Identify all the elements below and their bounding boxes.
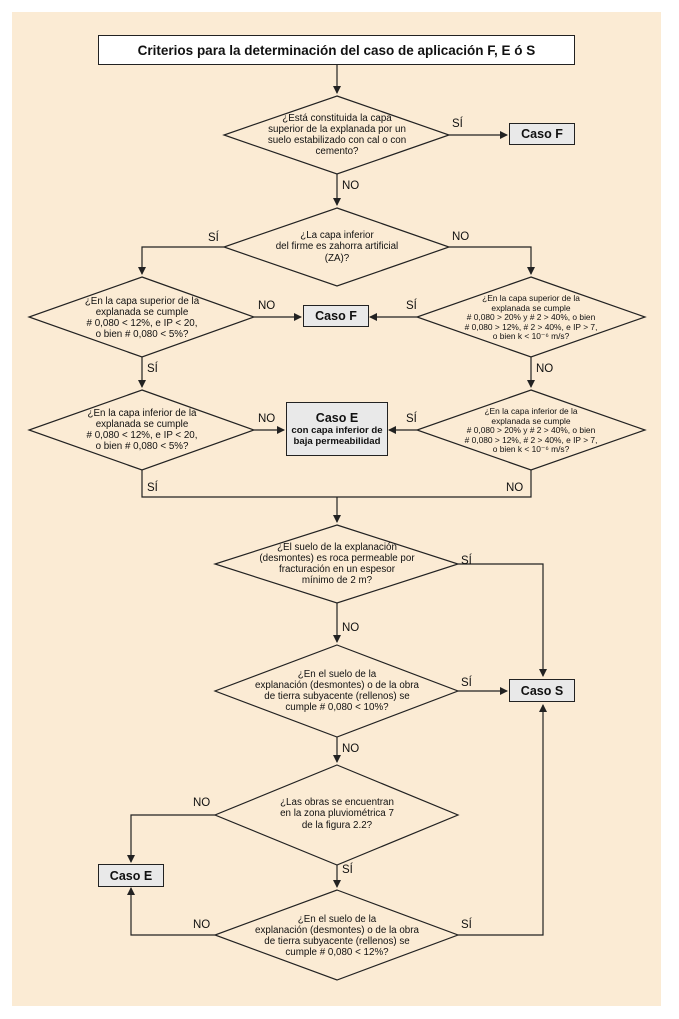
- result-caso-s: Caso S: [509, 679, 575, 702]
- no-label-q9: NO: [193, 797, 211, 809]
- result-caso-e-baja-permeabilidad: Caso E con capa inferior de baja permeab…: [286, 402, 388, 456]
- question-q10: ¿En el suelo de la explanación (desmonte…: [255, 913, 419, 959]
- question-q1: ¿Está constituida la capa superior de la…: [267, 112, 407, 158]
- caso-e-sub-label: con capa inferior de baja permeabilidad: [291, 424, 383, 447]
- no-label-q1: NO: [342, 180, 360, 192]
- no-label-q5: NO: [258, 413, 276, 425]
- question-q6: ¿En la capa inferior de la explanada se …: [464, 406, 598, 455]
- yes-label-q10: SÍ: [461, 919, 472, 931]
- no-label-q7: NO: [342, 622, 360, 634]
- yes-label-q8: SÍ: [461, 677, 472, 689]
- yes-label-q6: SÍ: [406, 413, 417, 425]
- result-caso-e-bottom: Caso E: [98, 864, 164, 887]
- yes-label-q7: SÍ: [461, 555, 472, 567]
- question-q2: ¿La capa inferior del firme es zahorra a…: [275, 230, 399, 264]
- question-q5: ¿En la capa inferior de la explanada se …: [86, 407, 198, 453]
- no-label-q8: NO: [342, 743, 360, 755]
- question-q7: ¿El suelo de la explanación (desmontes) …: [259, 541, 415, 587]
- yes-label-q2: SÍ: [208, 232, 219, 244]
- caso-e-main-label: Caso E: [315, 410, 359, 425]
- yes-label-q4: SÍ: [406, 300, 417, 312]
- question-q9: ¿Las obras se encuentran en la zona pluv…: [280, 797, 394, 831]
- no-label-q2: NO: [452, 231, 470, 243]
- no-label-q3: NO: [258, 300, 276, 312]
- no-label-q4: NO: [536, 363, 554, 375]
- no-label-q10: NO: [193, 919, 211, 931]
- yes-label-q3: SÍ: [147, 363, 158, 375]
- result-caso-f-middle: Caso F: [303, 305, 369, 327]
- no-label-q6: NO: [506, 482, 524, 494]
- flowchart-background: Criterios para la determinación del caso…: [12, 12, 661, 1006]
- yes-label-q5: SÍ: [147, 482, 158, 494]
- question-q4: ¿En la capa superior de la explanada se …: [464, 293, 598, 342]
- yes-label-q9: SÍ: [342, 864, 353, 876]
- decision-q10-shape: [213, 889, 460, 981]
- decision-q2-shape: [222, 207, 451, 287]
- result-caso-f-top: Caso F: [509, 123, 575, 145]
- flowchart-connectors: [27, 65, 647, 981]
- page-title: Criterios para la determinación del caso…: [98, 35, 575, 65]
- yes-label-q1: SÍ: [452, 118, 463, 130]
- question-q8: ¿En el suelo de la explanación (desmonte…: [255, 668, 419, 714]
- question-q3: ¿En la capa superior de la explanada se …: [84, 295, 200, 341]
